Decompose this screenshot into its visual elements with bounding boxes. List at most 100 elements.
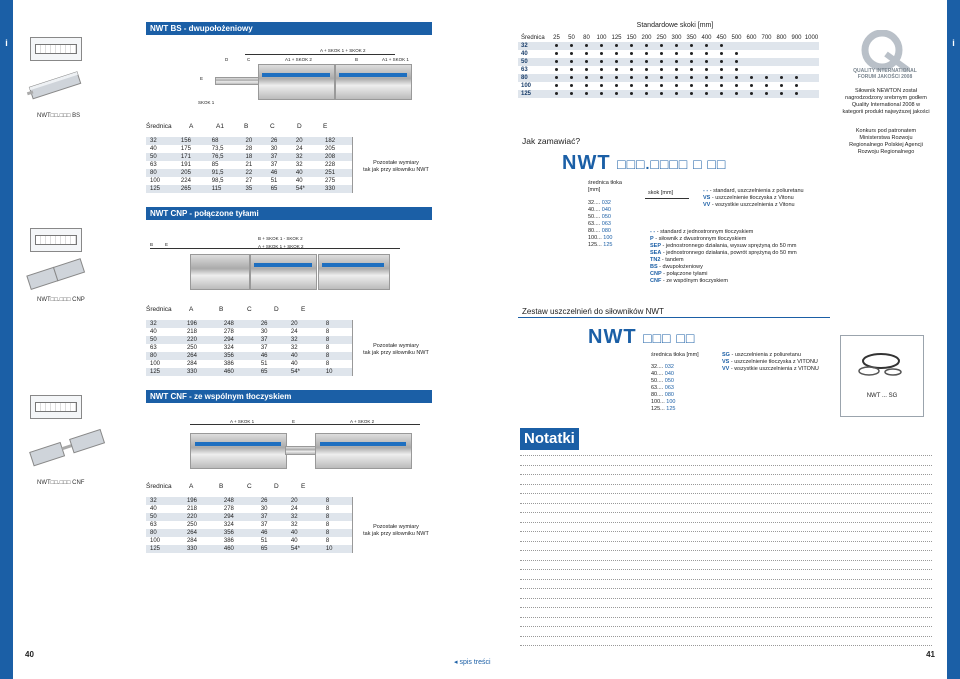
- strokes-cell: [789, 74, 804, 82]
- availability-dot: [720, 60, 723, 63]
- availability-dot: [660, 76, 663, 79]
- strokes-cell: [759, 50, 774, 58]
- availability-dot: [555, 44, 558, 47]
- table-cell: 32: [291, 153, 322, 161]
- table-cell: 8: [325, 538, 330, 544]
- strokes-cell: [669, 74, 684, 82]
- table-cell: 32: [290, 345, 298, 351]
- strokes-cell: [759, 82, 774, 90]
- availability-dot: [720, 68, 723, 71]
- cnp-product-image: [26, 258, 86, 290]
- table-cell: 46: [256, 352, 287, 360]
- note-line: [520, 569, 932, 570]
- strokes-cell: [684, 82, 699, 90]
- strokes-cell: [549, 82, 564, 90]
- strokes-cell: [684, 74, 699, 82]
- section-title-seals: Zestaw uszczelnień do siłowników NWT: [518, 305, 830, 318]
- dim-a1-skok2: A1 + SKOK 2: [285, 57, 312, 62]
- availability-dot: [705, 84, 708, 87]
- availability-dot: [570, 92, 573, 95]
- strokes-cell: [579, 90, 594, 98]
- availability-dot: [585, 76, 588, 79]
- availability-dot: [690, 84, 693, 87]
- option-line: 32.... 032: [651, 364, 674, 370]
- table-cell: 191: [180, 162, 191, 168]
- table-cell: 32: [146, 320, 183, 328]
- note-line: [520, 645, 932, 646]
- availability-dot: [600, 68, 603, 71]
- availability-dot: [555, 92, 558, 95]
- strokes-cell: [804, 42, 819, 50]
- availability-dot: [615, 92, 618, 95]
- strokes-cell: [729, 42, 744, 50]
- availability-dot: [660, 60, 663, 63]
- option-line: SG - uszczelnienia z poliuretanu: [722, 352, 801, 358]
- table-cell: 37: [260, 522, 268, 528]
- strokes-cell: [654, 74, 669, 82]
- strokes-cell: [669, 58, 684, 66]
- strokes-cell: [594, 82, 609, 90]
- cnp-caption: NWT□□.□□□ CNP: [37, 297, 85, 303]
- note-line: [520, 493, 932, 494]
- table-cell: 356: [219, 352, 257, 360]
- toc-link[interactable]: ◂ spis treści: [454, 659, 491, 666]
- strokes-cell: [744, 74, 759, 82]
- availability-dot: [690, 68, 693, 71]
- option-line: 100... 100: [588, 235, 613, 241]
- strokes-diameter: 32: [518, 42, 549, 50]
- availability-dot: [630, 52, 633, 55]
- availability-dot: [645, 84, 648, 87]
- option-line: 100... 100: [651, 399, 676, 405]
- strokes-cell: [549, 66, 564, 74]
- availability-dot: [660, 52, 663, 55]
- table-cell: 40: [295, 178, 303, 184]
- strokes-cell: [699, 66, 714, 74]
- table-cell: 30: [260, 329, 268, 335]
- note-line: [520, 578, 932, 580]
- table-cell: 228: [325, 162, 336, 168]
- strokes-cell: [804, 90, 819, 98]
- strokes-cell: [639, 90, 654, 98]
- strokes-cell: [774, 82, 789, 90]
- strokes-cell: [789, 90, 804, 98]
- option-line: 40.... 040: [588, 207, 611, 213]
- availability-dot: [570, 68, 573, 71]
- strokes-cell: [774, 66, 789, 74]
- bs-symbol-thumbnail: [30, 37, 82, 61]
- left-edge-bar: i: [0, 0, 13, 679]
- option-line: 50.... 050: [588, 214, 611, 220]
- availability-dot: [660, 92, 663, 95]
- strokes-cell: [654, 50, 669, 58]
- dim-a-skok: A + SKOK 1 + SKOK 2: [258, 244, 304, 249]
- strokes-cell: [624, 74, 639, 82]
- info-icon: i: [5, 38, 8, 48]
- table-cell: 175: [180, 146, 191, 152]
- strokes-column-header: 500: [731, 35, 742, 41]
- option-line: VS - uszczelnienie tłoczyska z Vitonu: [703, 195, 794, 201]
- strokes-row: 63: [518, 66, 819, 74]
- availability-dot: [600, 76, 603, 79]
- table-cell: 8: [325, 329, 330, 335]
- strokes-cell: [549, 50, 564, 58]
- table-cell: 460: [219, 545, 257, 553]
- strokes-column-header: 800: [776, 35, 787, 41]
- table-cell: 205: [176, 169, 208, 177]
- strokes-cell: [759, 42, 774, 50]
- availability-dot: [720, 84, 723, 87]
- strokes-diameter: 40: [521, 51, 528, 57]
- availability-dot: [690, 76, 693, 79]
- strokes-diameter: 125: [518, 90, 549, 98]
- availability-dot: [780, 84, 783, 87]
- strokes-cell: [684, 50, 699, 58]
- availability-dot: [555, 76, 558, 79]
- note-line: [520, 531, 932, 532]
- table-cell: 28: [245, 146, 253, 152]
- strokes-cell: [549, 42, 564, 50]
